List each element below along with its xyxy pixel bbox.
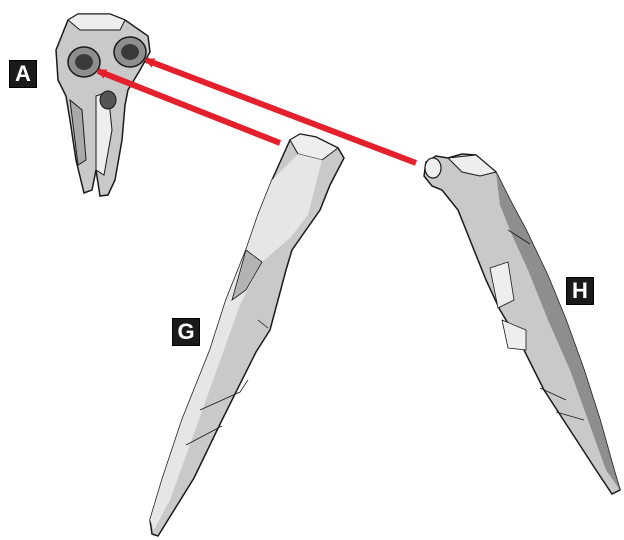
arrow-h-to-a	[146, 60, 416, 163]
part-h-blade	[424, 154, 620, 494]
part-a-socket	[56, 14, 150, 196]
socket-bottom	[100, 91, 116, 109]
h-peg	[425, 158, 441, 178]
label-a: A	[9, 60, 37, 88]
label-h: H	[566, 277, 594, 305]
label-g: G	[172, 318, 200, 346]
